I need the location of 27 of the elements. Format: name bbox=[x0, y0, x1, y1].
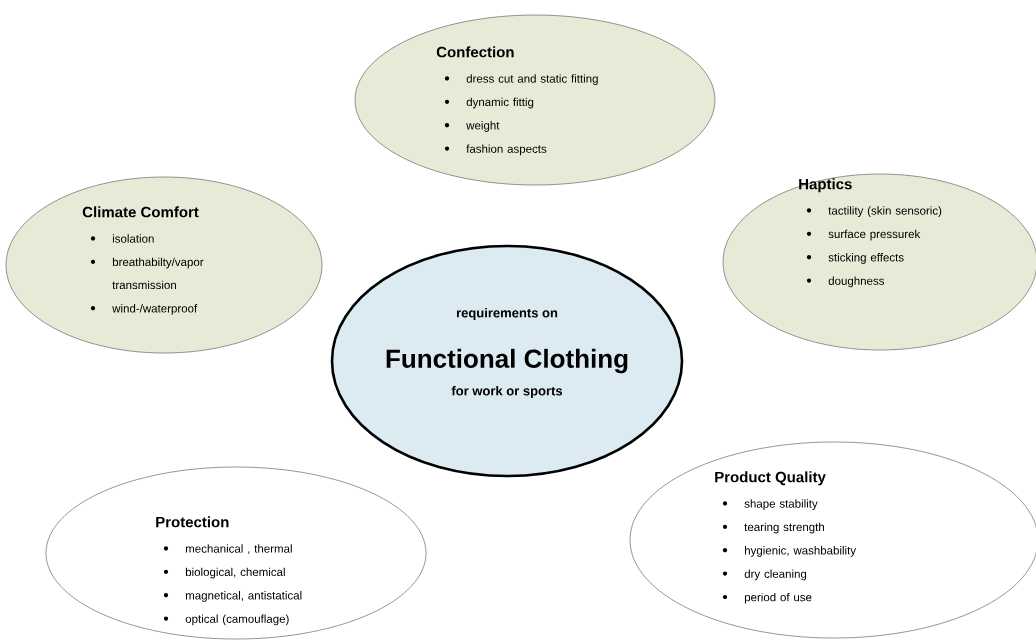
heading: Haptics bbox=[799, 178, 852, 193]
list-item: dynamic fittig bbox=[466, 97, 534, 109]
list-item: weight bbox=[466, 121, 500, 132]
node-text: for work or sports bbox=[451, 385, 563, 399]
heading: Climate Comfort bbox=[82, 206, 199, 218]
list-item: doughness bbox=[828, 276, 885, 288]
heading: Confection bbox=[436, 46, 514, 58]
list-item: period of use bbox=[744, 592, 812, 604]
list-item: hygienic, washbability bbox=[745, 546, 856, 557]
list-item: biological, chemical bbox=[185, 567, 285, 579]
list-item: optical (camouflage) bbox=[185, 614, 289, 626]
list-item: tearing strength bbox=[744, 522, 824, 534]
list-item: magnetical, antistatical bbox=[185, 591, 302, 602]
heading: Protection bbox=[156, 516, 229, 528]
list-item: wind-/waterproof bbox=[112, 304, 198, 315]
heading: Product Quality bbox=[715, 471, 826, 486]
node-text: requirements on bbox=[456, 307, 558, 321]
list-item: mechanical , thermal bbox=[185, 544, 292, 555]
list-item: sticking effects bbox=[828, 253, 904, 264]
list-item: tactility (skin sensoric) bbox=[828, 206, 942, 217]
list-item: surface pressurek bbox=[828, 229, 921, 241]
list-item: fashion aspects bbox=[466, 144, 547, 156]
node-text: Functional Clothing bbox=[386, 348, 628, 374]
list-item: isolation bbox=[112, 234, 154, 243]
list-item: dry cleaning bbox=[744, 569, 807, 581]
list-item: shape stability bbox=[744, 499, 818, 510]
list-item: dress cut and static fitting bbox=[466, 74, 598, 85]
